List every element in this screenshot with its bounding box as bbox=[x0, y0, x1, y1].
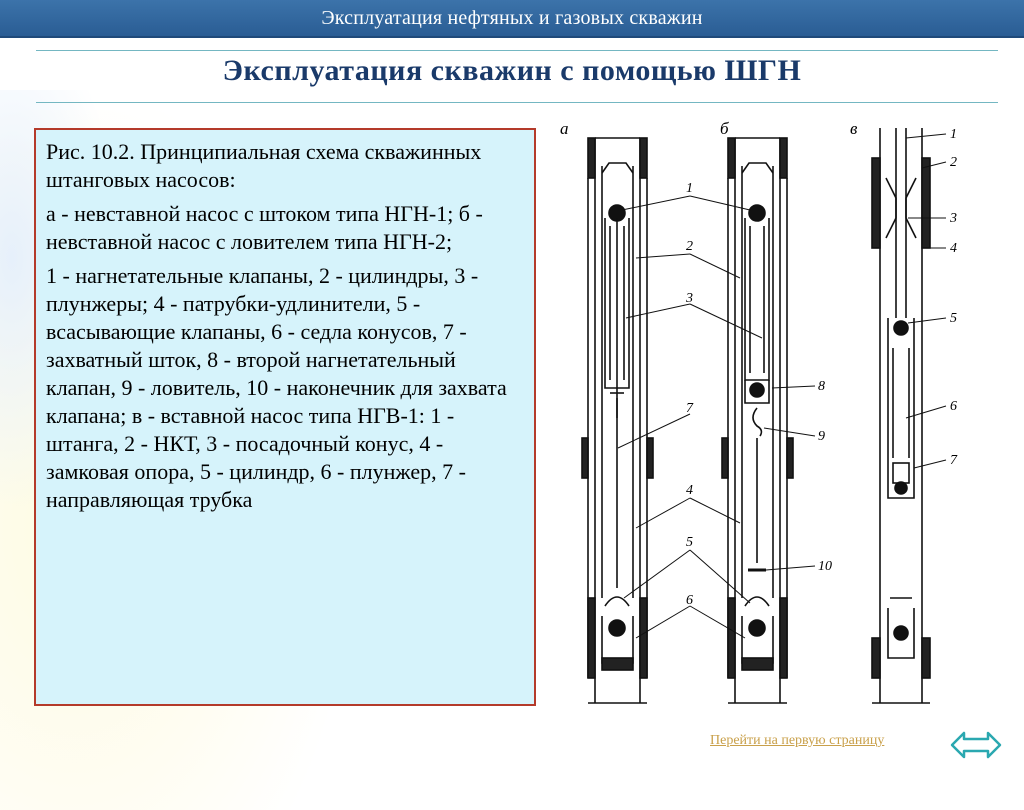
label-1-ab: 1 bbox=[686, 181, 693, 196]
label-8-b: 8 bbox=[818, 379, 825, 394]
title-rule-bottom bbox=[36, 102, 998, 103]
label-3-ab: 3 bbox=[685, 291, 693, 306]
label-4-c: 4 bbox=[950, 241, 957, 256]
caption-pump-types: а - невставной насос с штоком типа НГН-1… bbox=[46, 201, 483, 254]
first-page-link[interactable]: Перейти на первую страницу bbox=[710, 733, 885, 748]
label-3-c: 3 bbox=[949, 211, 957, 226]
panel-letter-a: а bbox=[560, 119, 569, 138]
caption-legend: 1 - нагнетательные клапаны, 2 - цилиндры… bbox=[46, 263, 507, 512]
label-5-ab: 5 bbox=[686, 535, 693, 550]
pump-schematic-drawing: а б в 1 2 3 7 4 5 6 8 9 10 1 2 3 4 5 6 7 bbox=[560, 119, 958, 704]
label-9-b: 9 bbox=[818, 429, 825, 444]
label-5-c: 5 bbox=[950, 311, 957, 326]
panel-letter-c: в bbox=[850, 119, 858, 138]
label-4-ab: 4 bbox=[686, 483, 693, 498]
label-6-ab: 6 bbox=[686, 593, 693, 608]
caption-heading: Рис. 10.2. Принципиальная схема скважинн… bbox=[46, 139, 482, 192]
header-bar: Эксплуатация нефтяных и газовых скважин bbox=[0, 0, 1024, 38]
label-10-b: 10 bbox=[818, 559, 832, 574]
label-2-c: 2 bbox=[950, 155, 957, 170]
header-title: Эксплуатация нефтяных и газовых скважин bbox=[321, 6, 703, 29]
label-1-c: 1 bbox=[950, 127, 957, 142]
label-7-c: 7 bbox=[950, 453, 958, 468]
title-rule-top bbox=[36, 50, 998, 51]
pump-schematic-figure: а б в 1 2 3 7 4 5 6 8 9 10 1 2 3 4 5 6 7 bbox=[550, 118, 990, 718]
label-2-ab: 2 bbox=[686, 239, 693, 254]
panel-letter-b: б bbox=[720, 119, 729, 138]
nav-arrows-button[interactable] bbox=[950, 728, 1002, 762]
label-7-a: 7 bbox=[686, 401, 694, 416]
pump-a-drawing bbox=[581, 137, 654, 704]
pump-c-drawing bbox=[871, 128, 931, 704]
double-arrow-icon bbox=[950, 731, 1002, 759]
label-6-c: 6 bbox=[950, 399, 957, 414]
caption-box: Рис. 10.2. Принципиальная схема скважинн… bbox=[34, 128, 536, 706]
slide-title: Эксплуатация скважин с помощью ШГН bbox=[222, 54, 802, 87]
pump-b-drawing bbox=[721, 137, 794, 704]
